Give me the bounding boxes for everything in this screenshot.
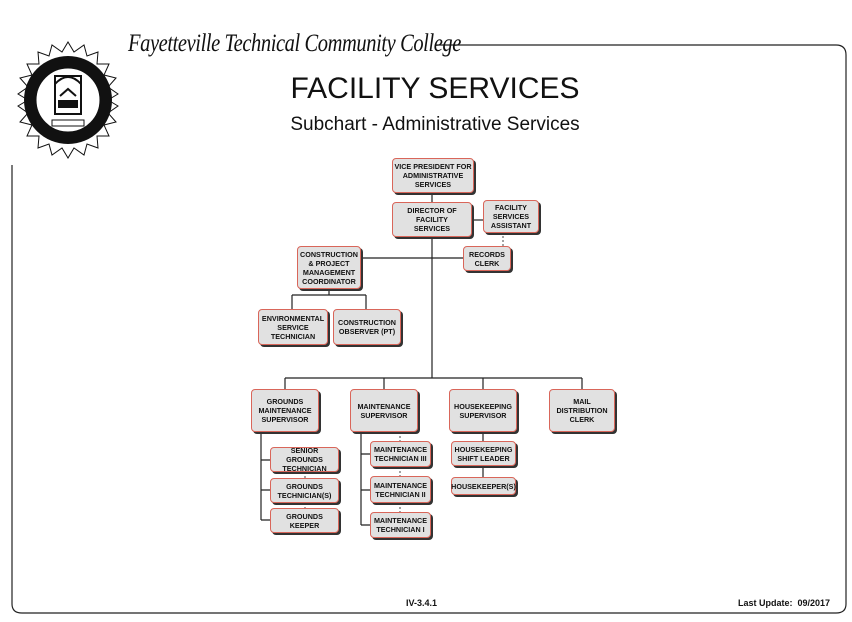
box-housekeeping-supervisor: HOUSEKEEPING SUPERVISOR: [449, 389, 517, 432]
page-frame: [11, 44, 847, 614]
box-maintenance-technician-3: MAINTENANCE TECHNICIAN III: [370, 441, 431, 467]
box-director: DIRECTOR OF FACILITY SERVICES: [392, 202, 472, 237]
box-grounds-keeper: GROUNDS KEEPER: [270, 508, 339, 533]
box-housekeeping-shift-leader: HOUSEKEEPING SHIFT LEADER: [451, 441, 516, 466]
box-mail-clerk: MAIL DISTRIBUTION CLERK: [549, 389, 615, 432]
page-subtitle: Subchart - Administrative Services: [290, 114, 580, 135]
box-maintenance-technician-2: MAINTENANCE TECHNICIAN II: [370, 476, 431, 503]
college-name: Fayetteville Technical Community College: [128, 30, 461, 57]
document-code: IV-3.4.1: [406, 598, 438, 608]
box-construction-coordinator: CONSTRUCTION & PROJECT MANAGEMENT COORDI…: [297, 246, 361, 289]
last-update: Last Update: 09/2017: [738, 598, 831, 608]
box-construction-observer: CONSTRUCTION OBSERVER (PT): [333, 309, 401, 345]
box-maintenance-supervisor: MAINTENANCE SUPERVISOR: [350, 389, 418, 432]
box-environmental-technician: ENVIRONMENTAL SERVICE TECHNICIAN: [258, 309, 328, 345]
box-vice-president: VICE PRESIDENT FOR ADMINISTRATIVE SERVIC…: [392, 158, 474, 193]
box-records-clerk: RECORDS CLERK: [463, 246, 511, 271]
college-seal-logo: [17, 41, 119, 159]
box-maintenance-technician-1: MAINTENANCE TECHNICIAN I: [370, 512, 431, 538]
box-senior-grounds-technician: SENIOR GROUNDS TECHNICIAN: [270, 446, 339, 473]
box-facility-services-assistant: FACILITY SERVICES ASSISTANT: [483, 200, 539, 233]
box-housekeepers: HOUSEKEEPER(S): [451, 477, 516, 495]
page-title: FACILITY SERVICES: [290, 72, 580, 105]
box-grounds-technician: GROUNDS TECHNICIAN(S): [270, 478, 339, 503]
box-grounds-supervisor: GROUNDS MAINTENANCE SUPERVISOR: [251, 389, 319, 432]
